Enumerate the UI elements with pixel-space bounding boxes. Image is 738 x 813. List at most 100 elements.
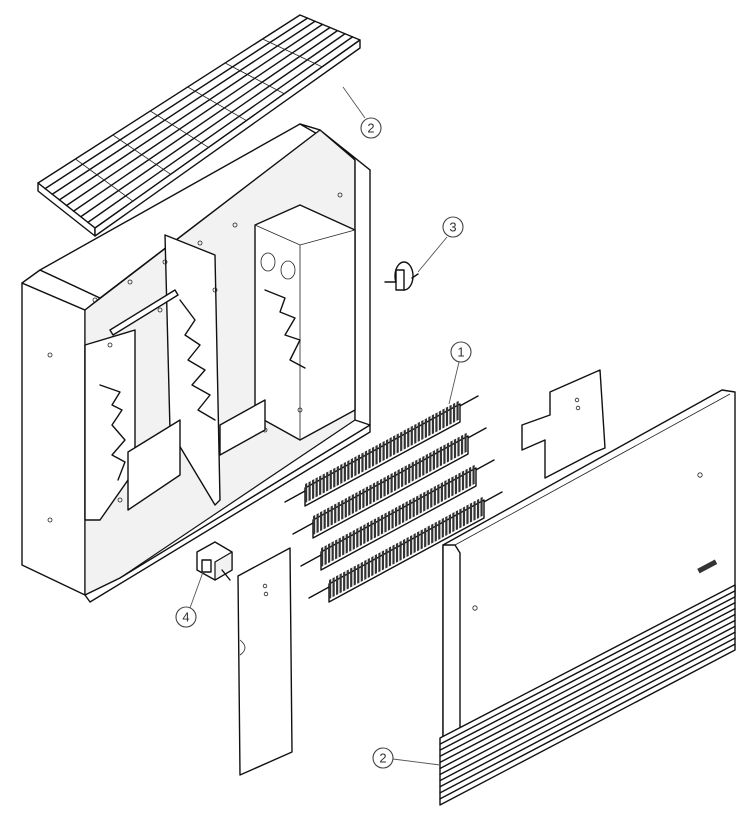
heater-fin bbox=[465, 468, 468, 489]
mounting-hole bbox=[47, 517, 53, 523]
heater-fin bbox=[383, 476, 386, 497]
grille-crossbar bbox=[150, 110, 209, 148]
heater-fin bbox=[449, 404, 452, 425]
heater-fin bbox=[458, 472, 461, 493]
mounting-hole bbox=[212, 287, 218, 293]
heater-fin bbox=[445, 406, 449, 427]
heater-fin bbox=[313, 515, 316, 535]
heater-fin bbox=[357, 563, 360, 584]
heater-fin bbox=[352, 529, 355, 550]
heater-fin bbox=[362, 488, 365, 509]
grille-crossbar bbox=[262, 38, 323, 68]
heater-fin bbox=[388, 546, 392, 567]
grille-bar bbox=[58, 23, 324, 201]
heater-fin bbox=[392, 544, 395, 565]
heater-fin bbox=[354, 456, 357, 477]
heater-fin bbox=[441, 517, 444, 538]
heater-fin bbox=[331, 541, 334, 562]
mounting-hole bbox=[297, 407, 303, 413]
heater-fin bbox=[446, 442, 450, 463]
heater-fin bbox=[417, 421, 420, 442]
heater-fin bbox=[324, 545, 327, 566]
heater-fin bbox=[364, 559, 367, 580]
heater-fin bbox=[429, 452, 432, 472]
heater-fin bbox=[305, 483, 308, 503]
heating-element bbox=[284, 395, 503, 603]
heater-fin bbox=[444, 480, 447, 501]
cabinet-housing bbox=[21, 123, 371, 603]
heater-fin bbox=[360, 561, 363, 582]
heater-fin bbox=[359, 526, 362, 546]
heater-fin bbox=[434, 521, 437, 542]
heater-fin bbox=[336, 575, 339, 596]
heater-fin bbox=[343, 462, 346, 482]
callout-label: 3 bbox=[449, 220, 456, 235]
heater-fin bbox=[422, 455, 425, 476]
heater-fin bbox=[379, 478, 383, 499]
heater-fin bbox=[356, 527, 359, 548]
heater-fin bbox=[377, 516, 380, 537]
grille-louver bbox=[439, 602, 736, 757]
heater-fin bbox=[469, 502, 473, 523]
heater-fin bbox=[438, 519, 441, 540]
heater-fin bbox=[328, 543, 331, 564]
heater-fin bbox=[375, 444, 378, 465]
heater-fin bbox=[330, 505, 333, 526]
heater-fin bbox=[423, 491, 426, 512]
grille-louver bbox=[439, 613, 736, 770]
heater-fin bbox=[329, 579, 332, 599]
heater-fin bbox=[472, 464, 475, 485]
heater-fin bbox=[386, 474, 390, 495]
heater-fin bbox=[348, 495, 351, 516]
heater-fin bbox=[338, 537, 341, 558]
heater-fin bbox=[464, 432, 467, 453]
heater-fin bbox=[396, 433, 399, 454]
heater-fin bbox=[389, 437, 392, 458]
heater-fin bbox=[370, 520, 373, 541]
grille-louver bbox=[439, 631, 736, 788]
heater-fin bbox=[382, 441, 385, 461]
grille-crossbar bbox=[224, 62, 285, 95]
heater-fin bbox=[405, 501, 408, 522]
heater-fin bbox=[390, 473, 393, 493]
heater-fin bbox=[452, 512, 455, 533]
heater-fin bbox=[393, 435, 396, 456]
grille-louver bbox=[439, 596, 736, 751]
heater-fin bbox=[442, 408, 445, 429]
heater-fin bbox=[457, 436, 460, 457]
heater-fin bbox=[432, 450, 435, 471]
heater-fin bbox=[353, 565, 356, 586]
heater-fin bbox=[349, 531, 352, 552]
heater-fin bbox=[412, 497, 415, 518]
mounting-hole bbox=[232, 222, 238, 228]
mounting-hole bbox=[92, 297, 98, 303]
heater-fin bbox=[400, 431, 403, 452]
heater-fin bbox=[336, 465, 339, 486]
heater-fin bbox=[456, 400, 459, 421]
heater-fin bbox=[459, 508, 462, 529]
heater-fin bbox=[387, 510, 391, 531]
mounting-hole bbox=[157, 307, 163, 313]
heater-fin bbox=[427, 525, 430, 546]
heater-fin bbox=[403, 429, 406, 450]
heater-fin bbox=[345, 533, 348, 554]
heater-fin bbox=[404, 465, 407, 486]
grille-bar bbox=[87, 36, 354, 224]
heater-fin bbox=[394, 471, 397, 492]
mounting-hole bbox=[127, 279, 133, 285]
mounting-hole bbox=[162, 259, 168, 265]
heater-fin bbox=[339, 573, 342, 594]
heater-fin bbox=[415, 459, 418, 480]
heater-fin bbox=[335, 539, 338, 560]
heater-row bbox=[284, 395, 479, 507]
heater-fin bbox=[424, 527, 427, 548]
heater-fin bbox=[416, 495, 419, 516]
heater-fin bbox=[363, 524, 366, 545]
mounting-hole bbox=[197, 240, 203, 246]
heater-fin bbox=[438, 410, 442, 431]
heater-fin bbox=[323, 509, 326, 530]
heater-fin bbox=[364, 450, 368, 471]
heater-row bbox=[292, 427, 487, 539]
heater-fin bbox=[420, 529, 423, 550]
heater-fin bbox=[319, 475, 322, 496]
